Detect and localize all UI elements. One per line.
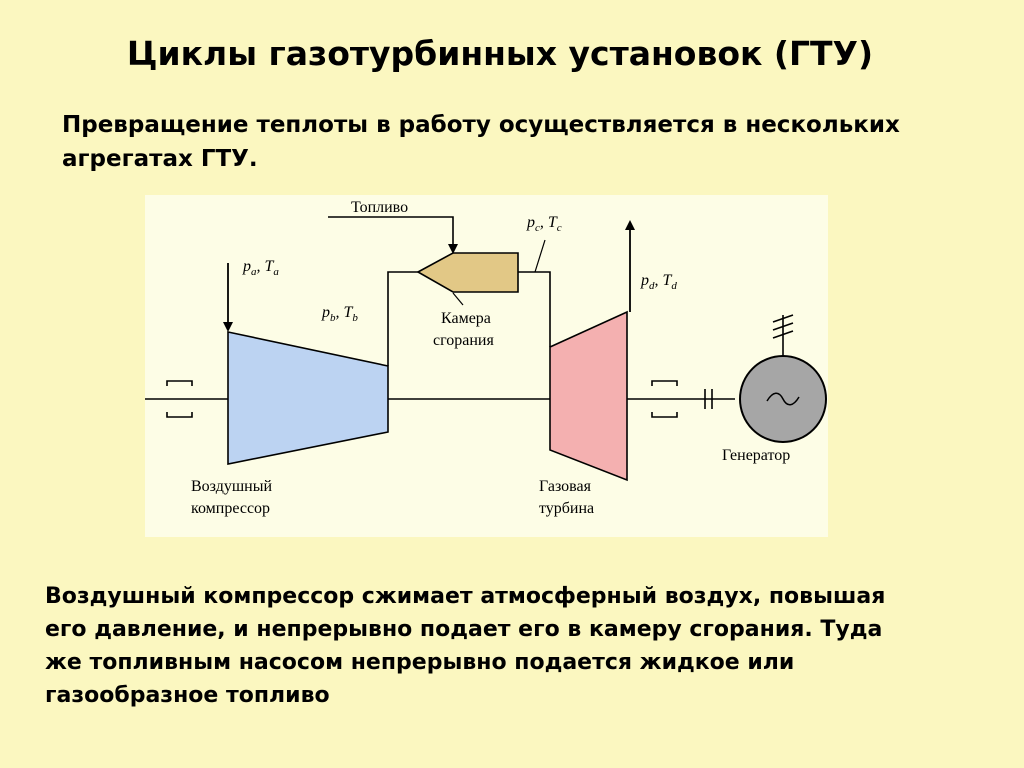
- body-line-2: его давление, и непрерывно подает его в …: [45, 617, 883, 642]
- state-c-leader: [534, 239, 546, 273]
- combustion-label-leader: [452, 292, 464, 306]
- fuel-label: Топливо: [351, 199, 408, 216]
- generator-label: Генератор: [722, 447, 790, 464]
- body-text: Воздушный компрессор сжимает атмосферный…: [45, 580, 985, 712]
- intro-line-2: агрегатах ГТУ.: [62, 146, 258, 172]
- turbine-label-line-1: Газовая: [539, 478, 592, 495]
- air-compressor: [227, 331, 389, 465]
- state-a-label: pa, Ta: [242, 258, 279, 278]
- output-terminal-icon: [772, 314, 794, 339]
- compressor-label-line-1: Воздушный: [191, 478, 272, 495]
- combustion-label-line-1: Камера: [441, 310, 491, 327]
- state-c-label: pc, Tc: [526, 214, 562, 234]
- body-line-3: же топливным насосом непрерывно подается…: [45, 650, 795, 675]
- gas-turbine: [549, 310, 628, 482]
- compressor-outlet-pipe: [387, 271, 418, 366]
- intro-text: Превращение теплоты в работу осуществляе…: [62, 108, 962, 176]
- combustion-chamber: [416, 252, 519, 293]
- ac-wave-icon: [766, 392, 800, 406]
- state-d-label: pd, Td: [640, 272, 677, 292]
- state-b-label: pb, Tb: [321, 304, 358, 324]
- slide-title: Циклы газотурбинных установок (ГТУ): [126, 34, 874, 73]
- diagram-svg: Топливо Камера сгорания Воздушный компре…: [145, 199, 827, 517]
- left-bearing-icon: [166, 380, 193, 418]
- gas-turbine-diagram: Топливо Камера сгорания Воздушный компре…: [145, 195, 828, 537]
- compressor-label-line-2: компрессор: [191, 500, 270, 517]
- turbine-label-line-2: турбина: [539, 500, 594, 517]
- body-line-1: Воздушный компрессор сжимает атмосферный…: [45, 584, 886, 609]
- intro-line-1: Превращение теплоты в работу осуществляе…: [62, 112, 900, 138]
- right-bearing-icon: [651, 380, 678, 418]
- body-line-4: газообразное топливо: [45, 683, 330, 708]
- shaft-coupling-icon: [704, 389, 713, 409]
- combustion-label-line-2: сгорания: [433, 332, 494, 349]
- fuel-line-arrow: [328, 216, 458, 254]
- combustion-outlet-pipe: [518, 271, 551, 347]
